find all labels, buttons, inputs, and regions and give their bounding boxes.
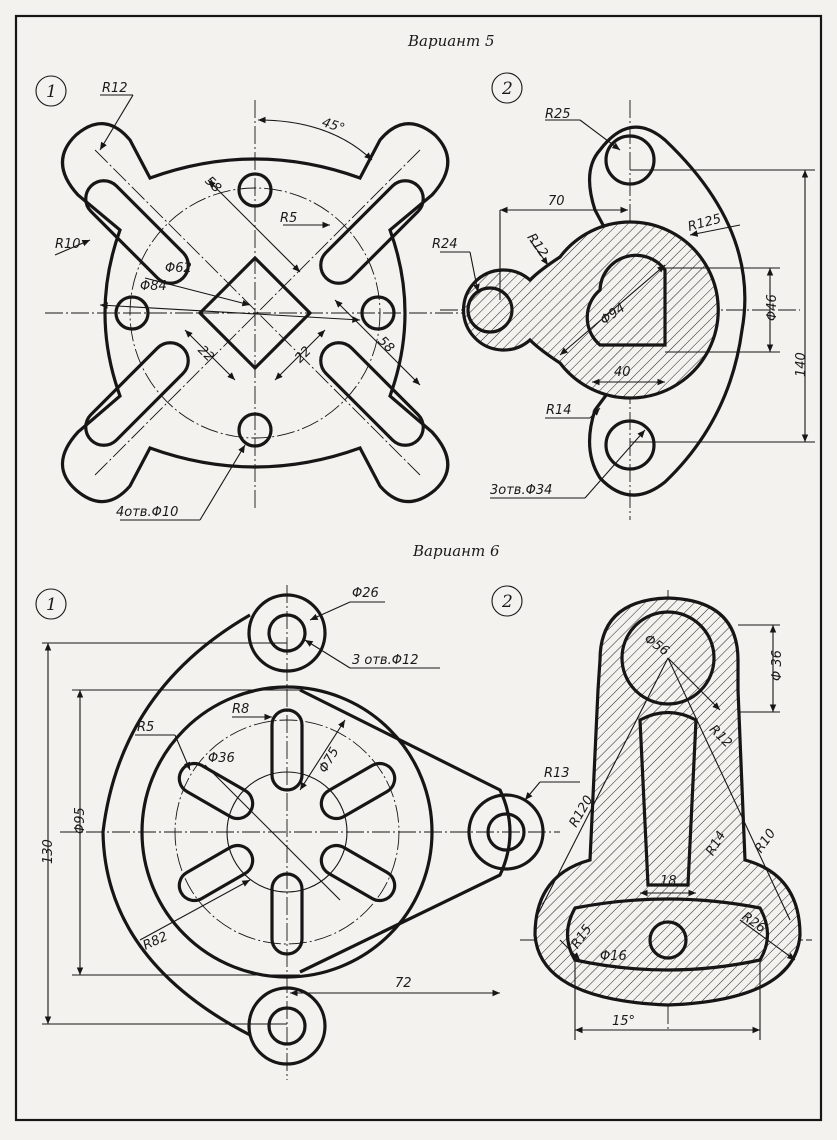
variant-6-title: Вариант 6 (412, 542, 500, 560)
v5-fig2-r14: R14 (546, 403, 572, 418)
v5-fig2-r125: R125 (686, 212, 723, 235)
v5-fig2-r25: R25 (545, 107, 571, 122)
v6-fig2: 2 Φ56 Φ 36 R12 R120 R14 (491, 585, 812, 1040)
v6-fig1-d36: Φ36 (208, 751, 235, 766)
v6-fig2-d18: 18 (660, 874, 677, 889)
v5-fig2-d70: 70 (548, 194, 565, 209)
v6-fig1-r82: R82 (141, 929, 171, 953)
v6-fig1-d130: 130 (41, 839, 56, 864)
v5-fig1-number-circle (35, 75, 67, 107)
v6-fig1-d26: Φ26 (352, 586, 379, 601)
v6-fig2-d16: Φ16 (600, 949, 627, 964)
v5-fig1-holes: 4отв.Φ10 (116, 505, 178, 520)
v6-fig1-d75: Φ75 (316, 745, 342, 776)
v5-fig2: 2 (432, 72, 815, 520)
v5-fig2-d140: 140 (794, 352, 809, 377)
v5-fig2-d46: Φ46 (765, 294, 780, 321)
v5-fig1: 1 (35, 75, 465, 521)
v5-fig2-number: 2 (501, 79, 513, 99)
v5-fig1-d22b: 22 (292, 344, 314, 366)
v6-fig1: 1 (35, 585, 580, 1080)
v5-fig2-number-circle (491, 72, 523, 104)
v5-fig2-r24: R24 (432, 237, 458, 252)
v5-fig1-d22a: 22 (194, 343, 216, 365)
v6-fig1-r5: R5 (137, 720, 154, 735)
v6-fig1-number-circle (35, 588, 67, 620)
v6-fig1-d95: Φ95 (73, 807, 88, 834)
v6-fig2-r10: R10 (752, 826, 779, 856)
v6-fig2-number: 2 (501, 592, 513, 612)
v5-fig2-r12: R12 (524, 231, 551, 261)
variant-5-title: Вариант 5 (407, 32, 495, 50)
v6-fig1-number: 1 (46, 595, 57, 615)
v6-fig1-r8: R8 (232, 702, 249, 717)
v5-fig1-number: 1 (46, 82, 57, 102)
v6-fig2-angle15: 15° (612, 1014, 635, 1029)
v5-fig2-d40: 40 (614, 365, 631, 380)
v6-fig2-d36: Φ 36 (770, 650, 785, 681)
v5-fig1-r12: R12 (102, 81, 128, 96)
v6-fig2-number-circle (491, 585, 523, 617)
v6-fig1-d72: 72 (395, 976, 412, 991)
v5-fig1-r5: R5 (280, 211, 297, 226)
v5-fig1-d58b: 58 (375, 334, 397, 356)
drawing-frame (14, 14, 823, 1122)
v5-fig1-r10: R10 (55, 237, 81, 252)
v5-fig1-angle45: 45° (320, 115, 347, 136)
v5-fig1-d62: Φ62 (165, 261, 192, 276)
v6-fig1-r13: R13 (544, 766, 570, 781)
v5-fig1-d84: Φ84 (140, 279, 167, 294)
v6-fig1-holes: 3 отв.Φ12 (352, 653, 419, 668)
v5-fig2-holes: 3отв.Φ34 (490, 483, 552, 498)
